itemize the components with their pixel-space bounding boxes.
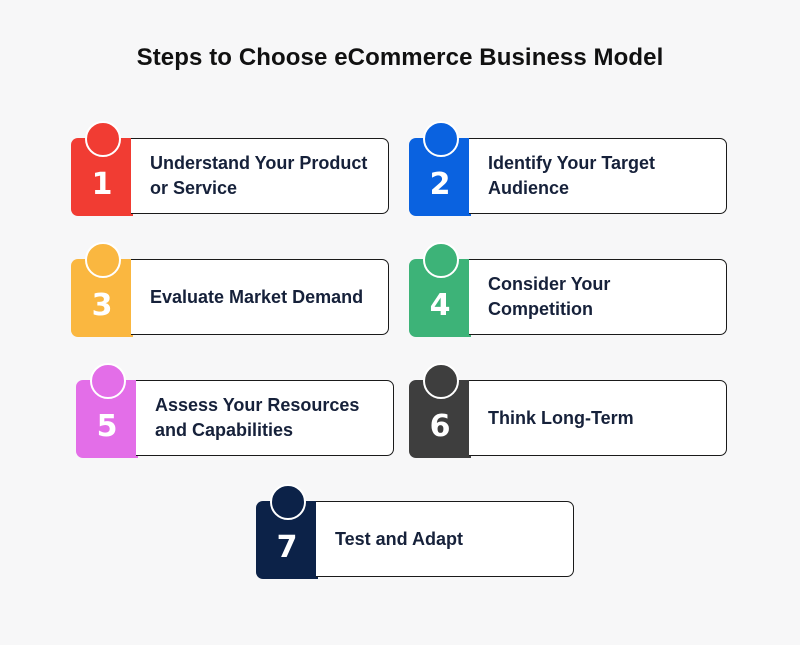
step-7-circle-icon [270, 484, 306, 520]
step-7-number: 7 [276, 529, 298, 565]
step-6-card: Think Long-Term [469, 380, 727, 456]
diagram-title: Steps to Choose eCommerce Business Model [136, 44, 664, 71]
step-4-circle-icon [423, 242, 459, 278]
step-3: 3 Evaluate Market Demand [71, 242, 391, 337]
step-4-card: Consider Your Competition [469, 259, 727, 335]
step-1-label: Understand Your Product or Service [150, 153, 368, 198]
step-2-card: Identify Your Target Audience [469, 138, 727, 214]
step-2-number: 2 [429, 166, 451, 202]
step-5: 5 Assess Your Resources and Capabilities [76, 363, 396, 458]
step-4: 4 Consider Your Competition [409, 242, 729, 337]
step-7: 7 Test and Adapt [256, 484, 576, 579]
step-6-circle-icon [423, 363, 459, 399]
step-2-label: Identify Your Target Audience [488, 153, 656, 198]
step-1-number: 1 [91, 166, 113, 202]
step-5-number-block: 5 [76, 380, 138, 458]
step-4-number-block: 4 [409, 259, 471, 337]
step-3-number: 3 [91, 287, 113, 323]
step-6-number: 6 [429, 408, 451, 444]
step-4-number: 4 [429, 287, 451, 323]
step-7-card: Test and Adapt [316, 501, 574, 577]
step-6-label: Think Long-Term [488, 407, 634, 428]
step-3-number-block: 3 [71, 259, 133, 337]
step-1: 1 Understand Your Product or Service [71, 121, 391, 216]
step-6: 6 Think Long-Term [409, 363, 729, 458]
step-4-label: Consider Your Competition [488, 274, 611, 319]
step-2-circle-icon [423, 121, 459, 157]
step-3-circle-icon [85, 242, 121, 278]
step-5-label: Assess Your Resources and Capabilities [155, 395, 360, 440]
step-3-label: Evaluate Market Demand [150, 286, 364, 307]
step-5-card: Assess Your Resources and Capabilities [136, 380, 394, 456]
step-5-number: 5 [96, 408, 118, 444]
step-7-label: Test and Adapt [335, 528, 464, 549]
step-5-circle-icon [90, 363, 126, 399]
step-1-card: Understand Your Product or Service [131, 138, 389, 214]
step-2: 2 Identify Your Target Audience [409, 121, 729, 216]
step-1-circle-icon [85, 121, 121, 157]
step-3-card: Evaluate Market Demand [131, 259, 389, 335]
